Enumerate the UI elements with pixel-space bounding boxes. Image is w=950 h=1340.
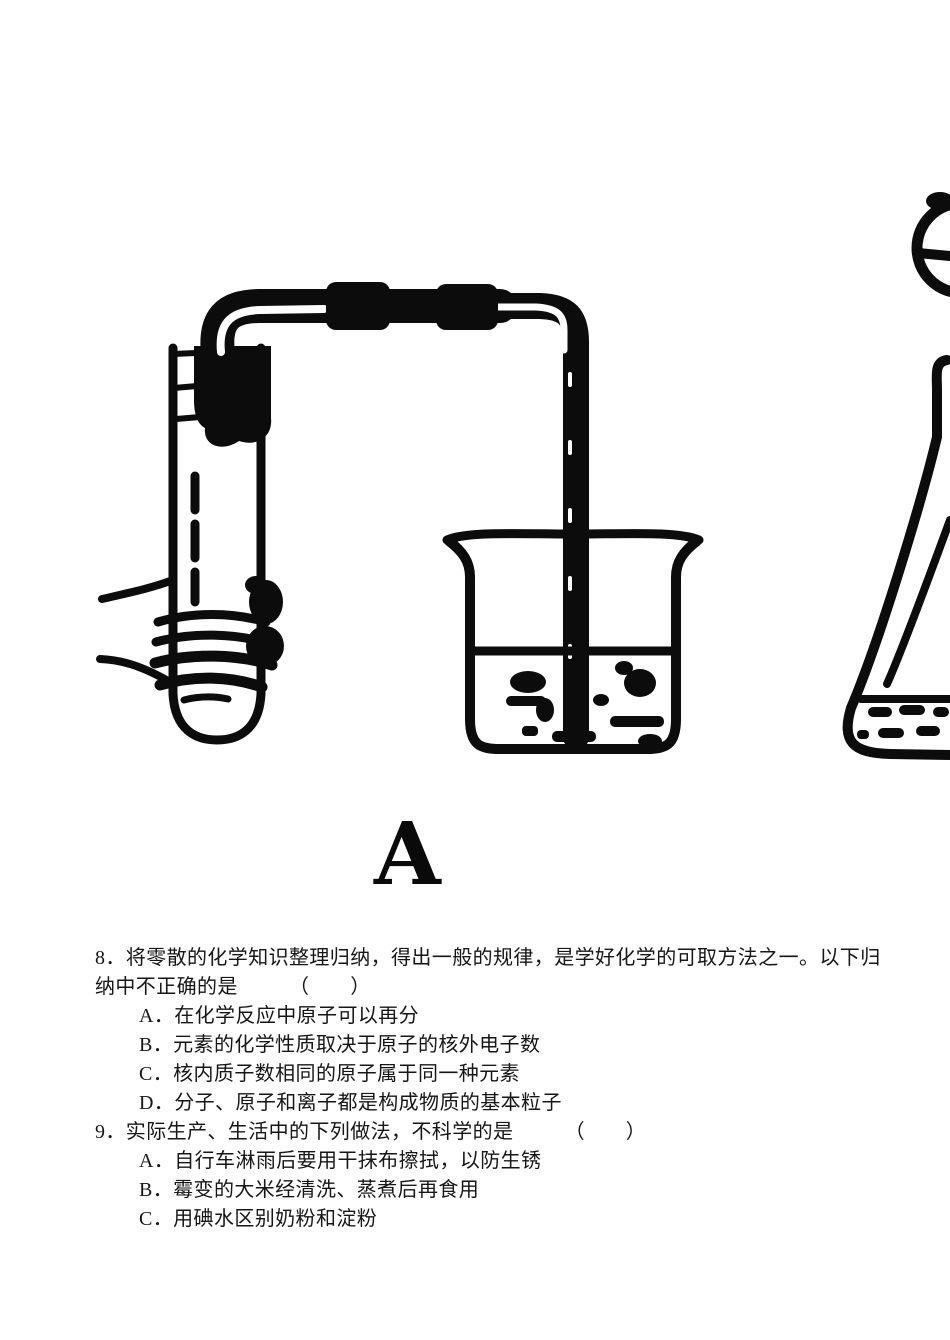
hand — [96, 576, 284, 704]
apparatus-figure — [96, 192, 950, 760]
finger-1 — [153, 610, 271, 627]
question-8-stem-line-2: 纳中不正确的是 （ ） — [95, 976, 371, 998]
fingertips-lower — [246, 626, 284, 666]
question-8-option-c: C．核内质子数相同的原子属于同一种元素 — [139, 1063, 520, 1085]
tube-bore-highlight-left — [216, 305, 328, 356]
beaker-liquid-solids — [506, 661, 664, 748]
question-9-option-a: A．自行车淋雨后要用干抹布擦拭，以防生锈 — [139, 1150, 542, 1172]
question-9-stem: 9．实际生产、生活中的下列做法，不科学的是 （ ） — [95, 1121, 647, 1143]
question-8-option-a: A．在化学反应中原子可以再分 — [139, 1005, 420, 1027]
flask-liquid-dashes — [857, 705, 949, 739]
fingertips-upper — [249, 580, 283, 624]
test-tube-rim-ticks — [170, 350, 203, 422]
rubber-connector-left — [326, 282, 390, 330]
conical-flask — [842, 355, 950, 760]
flask-outline — [842, 355, 950, 760]
rubber-connector-right — [436, 284, 498, 330]
test-tube — [168, 343, 272, 745]
funnel-stopper-knob — [926, 192, 950, 210]
question-8-option-b: B．元素的化学性质取决于原子的核外电子数 — [139, 1034, 541, 1056]
beaker-rim — [442, 529, 704, 545]
separating-funnel — [911, 192, 950, 298]
question-8-stem-line-1: 8．将零散的化学知识整理归纳，得出一般的规律，是学好化学的可取方法之一。以下归 — [95, 947, 881, 969]
beaker-body — [444, 536, 702, 754]
question-9-option-b: B．霉变的大米经清洗、蒸煮后再食用 — [139, 1179, 480, 1201]
hand-upper-edge — [98, 576, 177, 603]
funnel-bulb — [911, 198, 950, 298]
question-9-option-c: C．用碘水区别奶粉和淀粉 — [139, 1208, 378, 1230]
flask-inner-edge — [883, 516, 950, 688]
figure-label: A — [374, 804, 441, 905]
finger-4 — [154, 672, 268, 693]
rubber-stopper — [194, 346, 272, 447]
question-text-block: 8．将零散的化学知识整理归纳，得出一般的规律，是学好化学的可取方法之一。以下归 … — [95, 944, 895, 1234]
delivery-tube — [200, 282, 589, 750]
beaker — [442, 529, 704, 754]
test-tube-outline — [168, 343, 266, 745]
funnel-bulb-line — [913, 248, 950, 261]
question-8-option-d: D．分子、原子和离子都是构成物质的基本粒子 — [139, 1092, 562, 1114]
pinky-edge — [180, 693, 232, 704]
tube-bore-highlight-right — [490, 303, 568, 354]
